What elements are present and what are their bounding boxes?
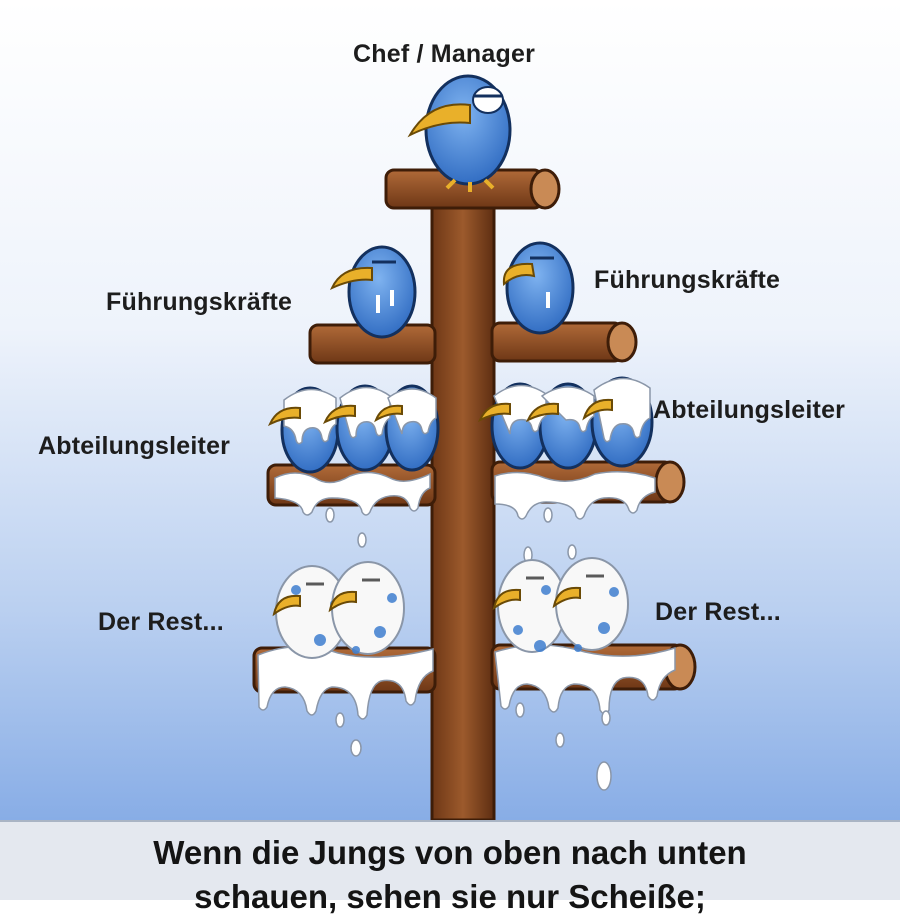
label-abteilungsleiter-left: Abteilungsleiter	[38, 432, 231, 460]
cartoon-drawing	[252, 74, 697, 820]
label-fuehrungskraefte-right: Führungskräfte	[594, 266, 781, 294]
falling-drops	[325, 507, 612, 791]
pole	[430, 178, 496, 820]
cartoon-scene: Chef / Manager Führungskräfte Führungskr…	[0, 0, 900, 820]
label-fuehrungskraefte-left: Führungskräfte	[106, 288, 293, 316]
boss-bird	[407, 74, 512, 192]
droppings-third	[274, 471, 656, 520]
caption-box: Wenn die Jungs von oben nach unten schau…	[0, 820, 900, 915]
label-der-rest-right: Der Rest...	[655, 598, 781, 626]
label-abteilungsleiter-right: Abteilungsleiter	[653, 396, 846, 424]
rest-birds	[272, 557, 629, 659]
label-der-rest-left: Der Rest...	[98, 608, 224, 636]
label-chef-manager: Chef / Manager	[353, 40, 535, 68]
caption-line-2: schauen, sehen sie nur Scheiße;	[194, 878, 706, 915]
caption-line-1: Wenn die Jungs von oben nach unten	[153, 834, 747, 871]
department-birds	[267, 376, 654, 474]
leader-birds	[329, 241, 575, 339]
